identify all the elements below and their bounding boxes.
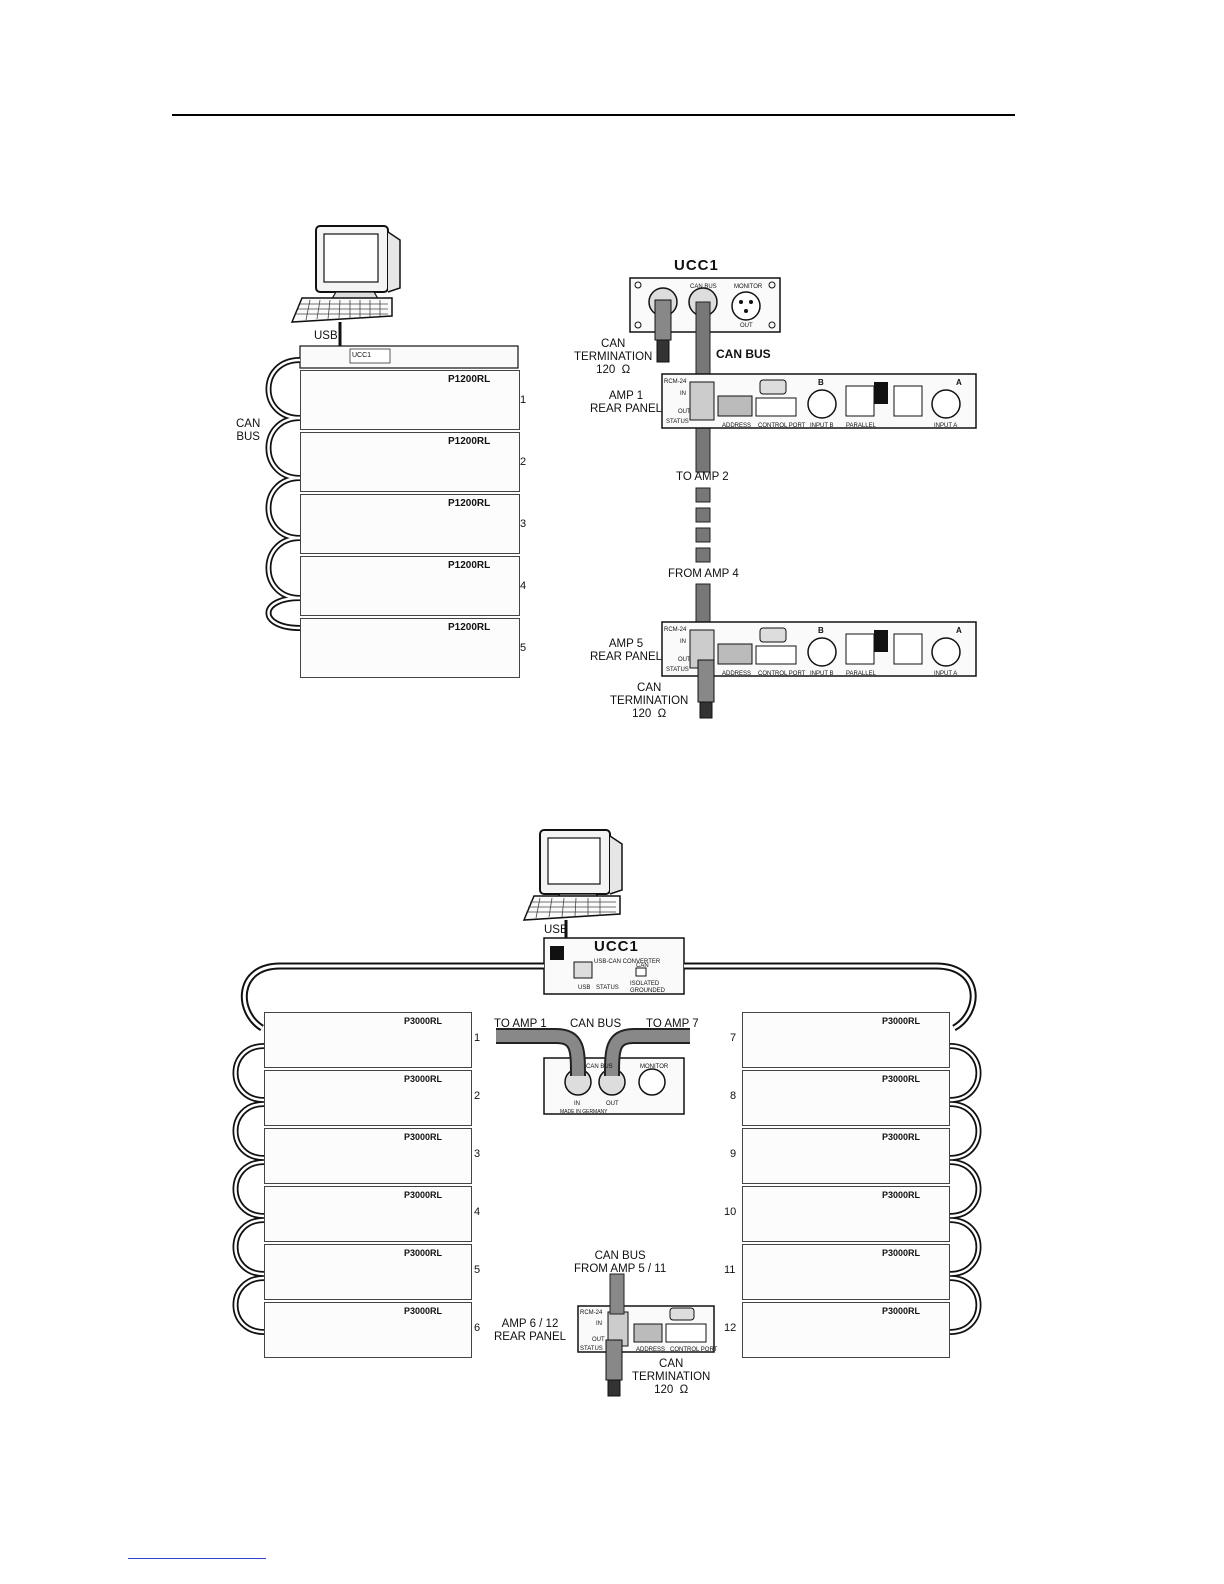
num-l6: 6 — [474, 1322, 480, 1334]
rp1-a: A — [956, 376, 962, 389]
rp1-input-b: INPUT B — [810, 420, 834, 433]
ucc1-grounded: GROUNDED — [630, 985, 665, 998]
ucc1-status: STATUS — [596, 982, 619, 995]
rp5-b: B — [818, 624, 824, 637]
rp5-parallel: PARALLEL — [846, 668, 876, 681]
num-l2: 2 — [474, 1090, 480, 1102]
rp1-input-a: INPUT A — [934, 420, 957, 433]
ucc1-title-1: UCC1 — [674, 259, 719, 272]
rp1-parallel: PARALLEL — [846, 420, 876, 433]
model-r7: P3000RL — [882, 1016, 920, 1026]
amp612-rear-label: AMP 6 / 12 REAR PANEL — [494, 1318, 566, 1344]
rp5-input-a: INPUT A — [934, 668, 957, 681]
num-r10: 10 — [724, 1206, 736, 1218]
can-bus-cable-label: CAN BUS — [716, 348, 771, 361]
rp1-in: IN — [680, 388, 686, 401]
rp612-address: ADDRESS — [636, 1344, 665, 1357]
model-r10: P3000RL — [882, 1190, 920, 1200]
model-l4: P3000RL — [404, 1190, 442, 1200]
model-l6: P3000RL — [404, 1306, 442, 1316]
ucc1-usb-port: USB — [578, 982, 590, 995]
computer-monitor-icon — [540, 830, 622, 902]
rp5-address: ADDRESS — [722, 668, 751, 681]
figure-1-diagram: P1200RL P1200RL P1200RL P1200RL P1200RL … — [0, 0, 1224, 760]
to-amp2-label: TO AMP 2 — [676, 471, 729, 484]
rp1-status: STATUS — [666, 416, 689, 429]
computer-monitor-icon — [316, 226, 400, 302]
amp-model-1: P1200RL — [448, 374, 490, 385]
amp-number-2: 2 — [520, 456, 526, 468]
rp612-control: CONTROL PORT — [670, 1344, 717, 1357]
usb-label-1: USB — [314, 330, 338, 343]
ucc1-can: CAN — [636, 960, 649, 973]
ucc1-panel-out: OUT — [740, 320, 753, 333]
rp5-status: STATUS — [666, 664, 689, 677]
figure-2-diagram: P3000RL P3000RL P3000RL P3000RL P3000RL … — [0, 800, 1224, 1420]
ucc1-subtitle-2: USB-CAN CONVERTER — [594, 956, 660, 969]
ucc1-panel-monitor: MONITOR — [734, 281, 762, 294]
amp-model-5: P1200RL — [448, 622, 490, 633]
from-amp4-label: FROM AMP 4 — [668, 568, 739, 581]
termination-top: CAN TERMINATION 120 Ω — [574, 338, 652, 377]
rp612-in: IN — [596, 1318, 602, 1331]
made-in-label: MADE IN GERMANY — [560, 1106, 608, 1119]
can-bus-label-1: CAN BUS — [236, 418, 260, 444]
keyboard-icon — [524, 896, 620, 920]
rp612-status: STATUS — [580, 1343, 603, 1356]
model-r12: P3000RL — [882, 1306, 920, 1316]
num-r11: 11 — [724, 1264, 735, 1276]
num-l5: 5 — [474, 1264, 480, 1276]
model-l3: P3000RL — [404, 1132, 442, 1142]
footer-link-line — [128, 1558, 266, 1559]
ucc1-small-label: UCC1 — [352, 349, 371, 362]
amp-number-5: 5 — [520, 642, 526, 654]
ucc1-rear-monitor: MONITOR — [640, 1061, 668, 1074]
can-bus-label-2: CAN BUS — [570, 1018, 621, 1031]
amp-model-3: P1200RL — [448, 498, 490, 509]
model-l5: P3000RL — [404, 1248, 442, 1258]
ucc1-rear-can-bus: CAN BUS — [586, 1061, 613, 1074]
rp5-control: CONTROL PORT — [758, 668, 805, 681]
model-l1: P3000RL — [404, 1016, 442, 1026]
num-r8: 8 — [730, 1090, 736, 1102]
model-l2: P3000RL — [404, 1074, 442, 1084]
ucc1-panel-can-bus: CAN BUS — [690, 281, 717, 294]
model-r9: P3000RL — [882, 1132, 920, 1142]
to-amp7-label: TO AMP 7 — [646, 1018, 699, 1031]
to-amp1-label: TO AMP 1 — [494, 1018, 547, 1031]
termination-bottom: CAN TERMINATION 120 Ω — [610, 682, 688, 721]
num-r7: 7 — [730, 1032, 736, 1044]
rp1-control: CONTROL PORT — [758, 420, 805, 433]
num-r9: 9 — [730, 1148, 736, 1160]
amp-model-4: P1200RL — [448, 560, 490, 571]
rp5-a: A — [956, 624, 962, 637]
amp1-rear-label: AMP 1 REAR PANEL — [590, 390, 662, 416]
num-r12: 12 — [724, 1322, 736, 1334]
amp-number-3: 3 — [520, 518, 526, 530]
rp5-input-b: INPUT B — [810, 668, 834, 681]
amp-number-4: 4 — [520, 580, 526, 592]
can-bus-from-label: CAN BUS FROM AMP 5 / 11 — [574, 1250, 666, 1276]
termination-2: CAN TERMINATION 120 Ω — [632, 1358, 710, 1397]
keyboard-icon — [292, 298, 392, 322]
rp1-address: ADDRESS — [722, 420, 751, 433]
num-l4: 4 — [474, 1206, 480, 1218]
num-l1: 1 — [474, 1032, 480, 1044]
num-l3: 3 — [474, 1148, 480, 1160]
amp-model-2: P1200RL — [448, 436, 490, 447]
usb-label-2: USB — [544, 924, 568, 937]
amp-number-1: 1 — [520, 394, 526, 406]
amp5-rear-label: AMP 5 REAR PANEL — [590, 638, 662, 664]
rp1-b: B — [818, 376, 824, 389]
model-r11: P3000RL — [882, 1248, 920, 1258]
ucc1-title-2: UCC1 — [594, 940, 639, 953]
rp5-in: IN — [680, 636, 686, 649]
model-r8: P3000RL — [882, 1074, 920, 1084]
